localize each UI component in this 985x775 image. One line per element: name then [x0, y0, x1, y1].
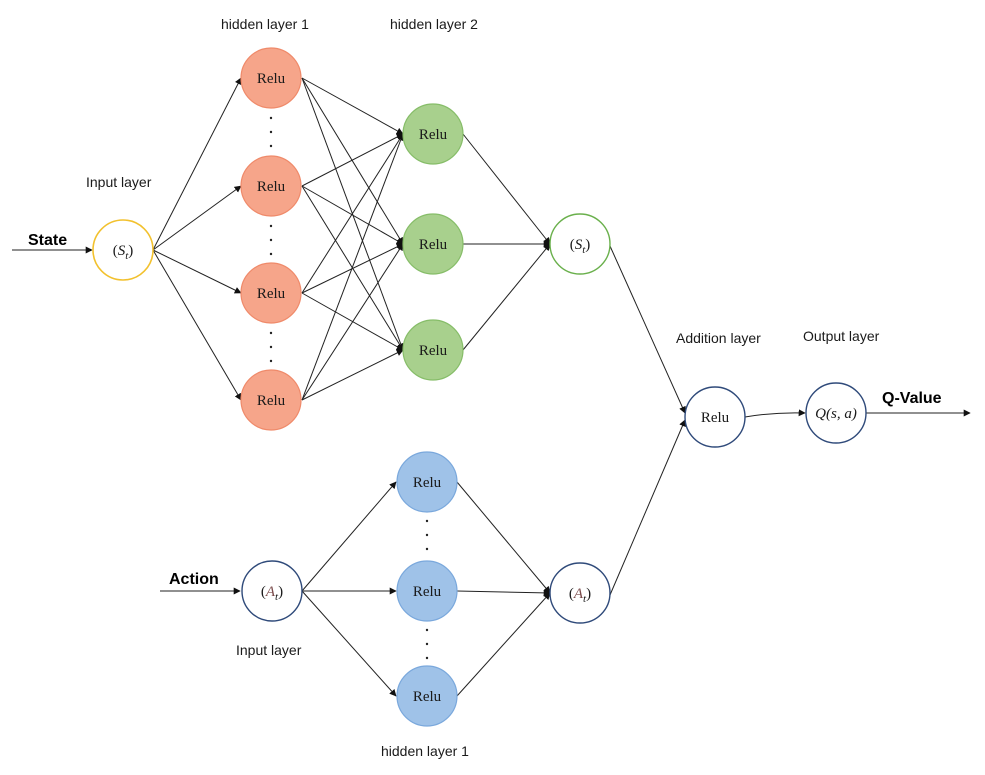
hidden-layer-1-action: Relu Relu Relu — [396, 451, 458, 727]
ellipsis-dots — [269, 116, 273, 363]
output-node: Q(s, a) — [805, 382, 867, 444]
svg-text:Relu: Relu — [419, 127, 448, 143]
relu-node: Relu — [240, 155, 302, 217]
addition-node: Relu — [684, 386, 746, 448]
edge-st-h1d — [152, 249, 242, 401]
state-input-node: (St) — [92, 219, 154, 281]
action-label: Action — [169, 571, 219, 588]
svg-text:Relu: Relu — [413, 689, 442, 705]
svg-text:Relu: Relu — [257, 179, 286, 195]
edge-smerge-add — [609, 245, 686, 414]
edge-st-h1b — [152, 185, 242, 251]
edge-ha-amerge — [456, 481, 551, 594]
action-merge-node: (At) — [549, 562, 611, 624]
relu-node: Relu — [402, 103, 464, 165]
edge-amerge-add — [609, 419, 686, 596]
relu-node: Relu — [402, 213, 464, 275]
edges — [12, 77, 971, 697]
ellipsis-dots — [425, 519, 429, 660]
label-addition-layer: Addition layer — [676, 330, 761, 346]
edge-add-output — [744, 409, 806, 418]
svg-text:Q(s, a): Q(s, a) — [815, 406, 857, 422]
relu-node: Relu — [396, 451, 458, 513]
action-input-node: (At) — [241, 560, 303, 622]
label-input-layer-state: Input layer — [86, 174, 152, 190]
svg-text:Relu: Relu — [701, 410, 730, 426]
edge-st-h1c — [152, 249, 242, 294]
hidden-layer-1-state: Relu Relu Relu Relu — [240, 47, 302, 431]
svg-text:Relu: Relu — [257, 286, 286, 302]
svg-text:(St): (St) — [570, 237, 591, 256]
label-output-layer: Output layer — [803, 328, 880, 344]
edge-hb-amerge — [456, 589, 551, 597]
svg-text:Relu: Relu — [257, 71, 286, 87]
state-merge-node: (St) — [549, 213, 611, 275]
svg-text:Relu: Relu — [413, 584, 442, 600]
label-input-layer-action: Input layer — [236, 642, 302, 658]
edge-at-ha — [301, 481, 397, 592]
layer-labels: hidden layer 1 hidden layer 2 Input laye… — [86, 16, 880, 759]
svg-text:Relu: Relu — [419, 237, 448, 253]
q-value-label: Q-Value — [882, 390, 942, 407]
edge-st-h1a — [152, 77, 242, 251]
mesh-h1-h2 — [301, 77, 405, 401]
state-label: State — [28, 232, 67, 249]
label-hidden-layer-2: hidden layer 2 — [390, 16, 478, 32]
relu-node: Relu — [240, 47, 302, 109]
svg-text:(St): (St) — [113, 243, 134, 262]
svg-text:(At): (At) — [569, 586, 591, 605]
edge-h2a-smerge — [462, 133, 551, 245]
label-hidden-layer-1-top: hidden layer 1 — [221, 16, 309, 32]
edge-h2c-smerge — [462, 243, 551, 351]
label-hidden-layer-1-bottom: hidden layer 1 — [381, 743, 469, 759]
relu-node: Relu — [396, 665, 458, 727]
relu-node: Relu — [396, 560, 458, 622]
svg-text:Relu: Relu — [413, 475, 442, 491]
relu-node: Relu — [240, 262, 302, 324]
relu-node: Relu — [240, 369, 302, 431]
edge-hc-amerge — [456, 592, 551, 697]
edge-at-hc — [301, 590, 397, 697]
svg-text:Relu: Relu — [257, 393, 286, 409]
svg-text:(At): (At) — [261, 584, 283, 603]
hidden-layer-2: Relu Relu Relu — [402, 103, 464, 381]
svg-text:Relu: Relu — [419, 343, 448, 359]
relu-node: Relu — [402, 319, 464, 381]
